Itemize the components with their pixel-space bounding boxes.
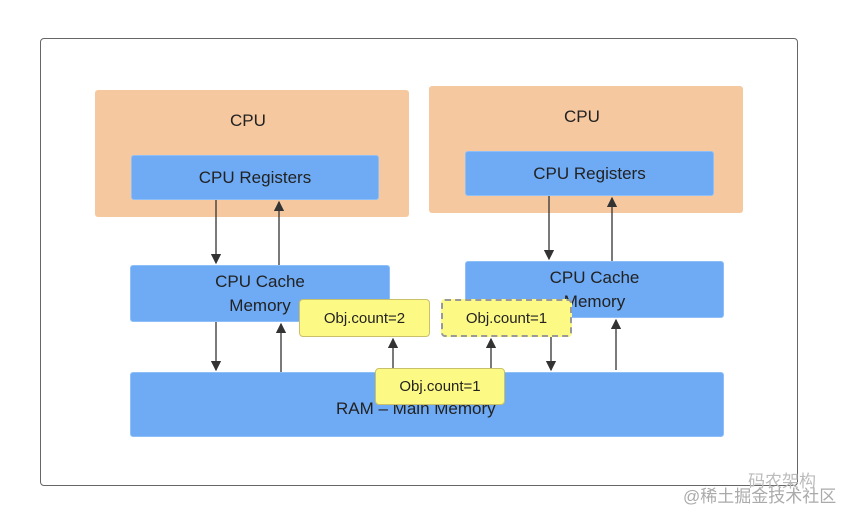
watermark-line2: @稀土掘金技术社区 bbox=[683, 487, 837, 506]
cpu-left-title: CPU bbox=[230, 111, 266, 130]
cpu-right-title: CPU bbox=[564, 107, 600, 126]
cpu-left-registers: CPU Registers bbox=[131, 155, 379, 200]
right-cache-value: Obj.count=1 bbox=[441, 299, 572, 337]
cpu-left-cache: CPU Cache Memory bbox=[130, 265, 390, 322]
ram-value: Obj.count=1 bbox=[375, 368, 505, 405]
cpu-right-registers: CPU Registers bbox=[465, 151, 714, 196]
watermark-line1: 码农架构 bbox=[748, 472, 816, 491]
diagram-frame bbox=[40, 38, 798, 486]
left-cache-value: Obj.count=2 bbox=[299, 299, 430, 337]
